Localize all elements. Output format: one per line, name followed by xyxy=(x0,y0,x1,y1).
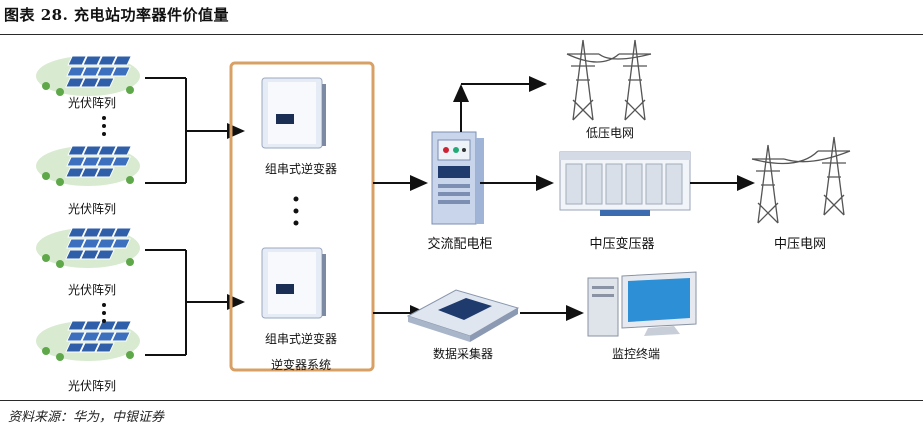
data-collector-label: 数据采集器 xyxy=(432,347,494,361)
figure-title: 图表 28. 充电站功率器件价值量 xyxy=(4,6,230,24)
cabinet-outputs xyxy=(453,76,554,191)
low-voltage-grid-label: 低压电网 xyxy=(585,126,635,140)
transmission-tower-icon xyxy=(751,136,851,224)
inverter-label-bottom: 组串式逆变器 xyxy=(264,332,338,346)
diagram-canvas xyxy=(36,39,851,372)
bottom-divider xyxy=(0,400,923,401)
array-to-inverter-wires xyxy=(145,77,245,356)
ellipsis-dots-inverters xyxy=(293,196,299,226)
inverter-system-label: 逆变器系统 xyxy=(270,358,332,372)
transmission-tower-icon xyxy=(566,39,652,121)
pv-array-label-3: 光伏阵列 xyxy=(67,283,117,297)
inverter-icon xyxy=(261,247,326,319)
inverter-icon xyxy=(261,77,326,149)
pv-array-label-1: 光伏阵列 xyxy=(67,96,117,110)
monitor-terminal-label: 监控终端 xyxy=(611,347,661,361)
solar-panel-icon xyxy=(36,55,140,96)
pv-system-diagram: 光伏阵列 光伏阵列 光伏阵列 光伏阵列 组串式逆变器 组串式逆变器 逆变器系统 … xyxy=(0,36,923,399)
inverter-label-top: 组串式逆变器 xyxy=(264,162,338,176)
ac-cabinet-label: 交流配电柜 xyxy=(427,237,493,252)
mv-grid-label: 中压电网 xyxy=(773,237,827,252)
top-divider xyxy=(0,34,923,35)
pv-array-label-4: 光伏阵列 xyxy=(67,379,117,393)
inverter-to-cabinet-wire xyxy=(373,175,428,321)
transformer-icon xyxy=(559,151,691,216)
computer-icon xyxy=(587,271,697,337)
mv-transformer-label: 中压变压器 xyxy=(589,237,655,252)
solar-panel-icon xyxy=(36,145,140,186)
ellipsis-dots-bottom xyxy=(102,303,106,323)
inverter-system-frame xyxy=(229,61,375,372)
solar-panel-icon xyxy=(36,227,140,268)
ellipsis-dots-top xyxy=(102,116,106,136)
collector-icon xyxy=(406,289,520,342)
pv-array-label-2: 光伏阵列 xyxy=(67,202,117,216)
source-note: 资料来源：华为，中银证券 xyxy=(8,410,165,425)
cabinet-icon xyxy=(431,131,484,225)
solar-panel-icon xyxy=(36,320,140,361)
